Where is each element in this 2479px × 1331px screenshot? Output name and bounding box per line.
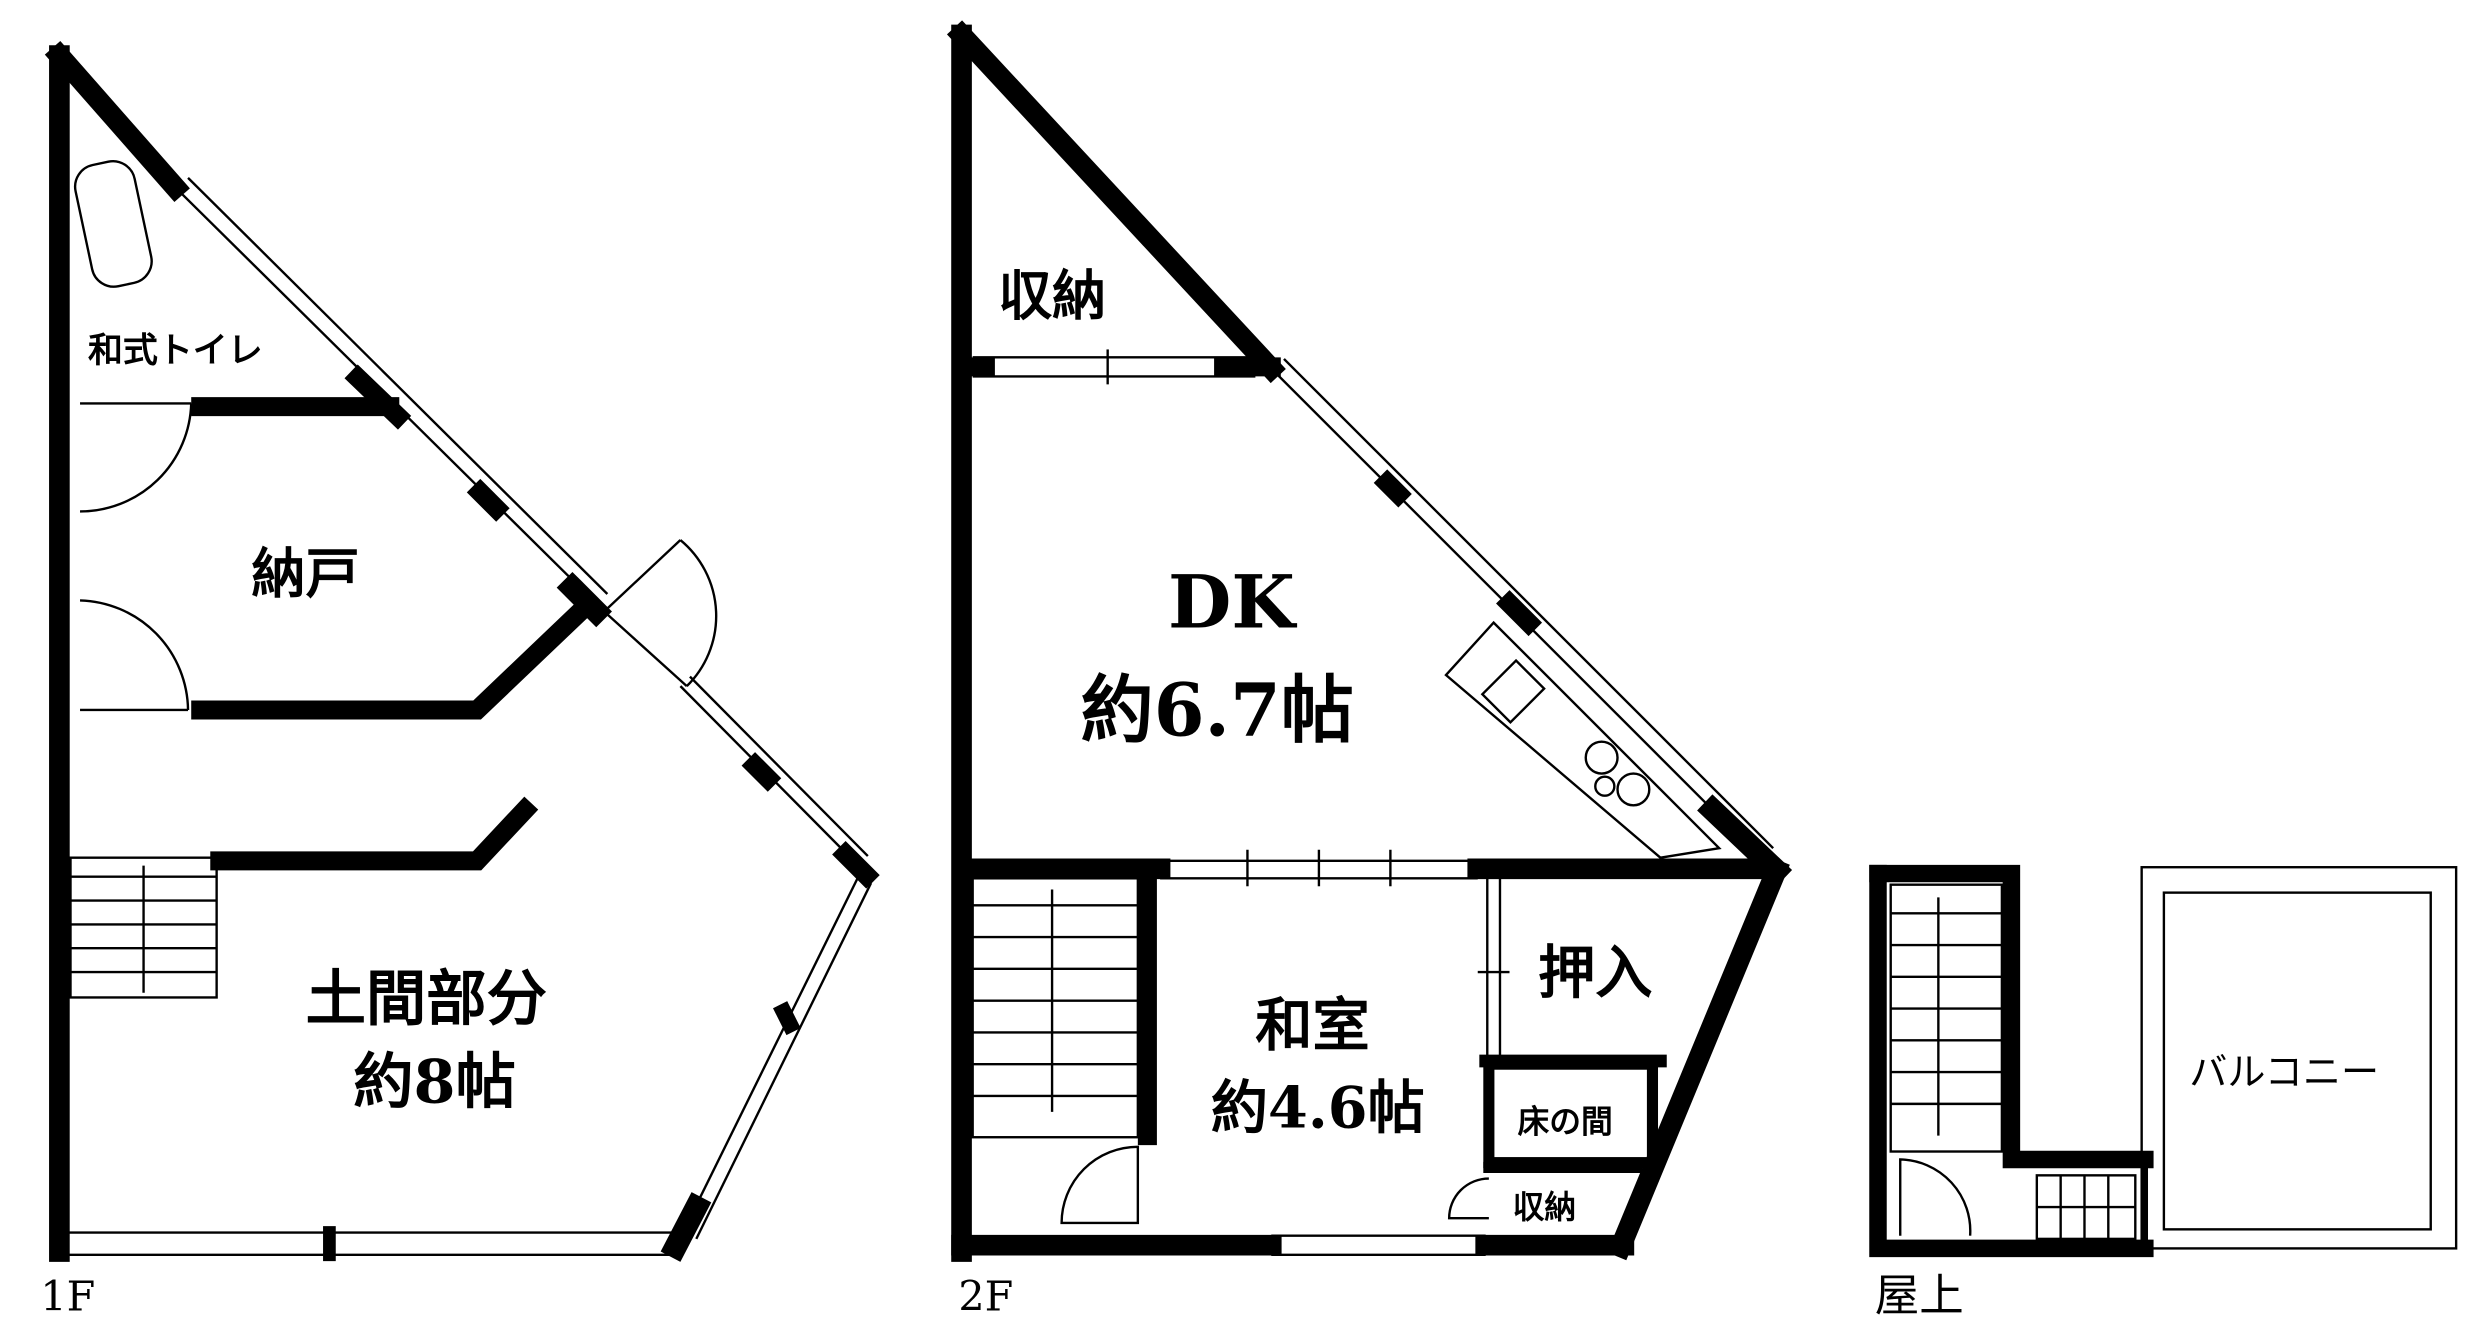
room-label-toilet: 和式トイレ — [88, 330, 263, 371]
room-label-tokonoma: 床の間 — [1517, 1103, 1612, 1140]
stairs-2f — [971, 877, 1140, 1139]
floor-label-1f: 1F — [40, 1272, 95, 1320]
floor-roof-plan: バルコニー 屋上 — [1869, 864, 2458, 1321]
floor-1f-plan: 和式トイレ 納戸 土間部分 約8帖 1F — [40, 41, 880, 1320]
room-label-storage-bottom: 収納 — [1513, 1189, 1577, 1226]
stairs-1f — [69, 856, 218, 999]
floor-label-2f: 2F — [958, 1272, 1013, 1320]
room-label-washitsu: 和室 — [1255, 992, 1369, 1059]
room-label-oshiire: 押入 — [1538, 940, 1652, 1007]
room-label-dk: DK — [1168, 559, 1297, 645]
room-label-balcony: バルコニー — [2189, 1050, 2379, 1094]
room-size-doma: 約8帖 — [353, 1046, 516, 1117]
floor-label-roof: 屋上 — [1875, 1270, 1964, 1321]
room-label-storage: 納戸 — [252, 541, 360, 605]
room-size-washitsu: 約4.6帖 — [1211, 1075, 1425, 1142]
room-size-dk: 約6.7帖 — [1081, 667, 1354, 753]
room-label-storage-top: 収納 — [998, 263, 1106, 327]
balcony — [2140, 866, 2458, 1250]
stairs-roof — [1889, 883, 2137, 1241]
room-label-doma: 土間部分 — [306, 964, 547, 1035]
floor-2f-plan: 収納 DK 約6.7帖 和室 約4.6帖 押入 床の間 収納 2F — [946, 20, 1793, 1320]
kitchen-counter — [1444, 620, 1722, 859]
